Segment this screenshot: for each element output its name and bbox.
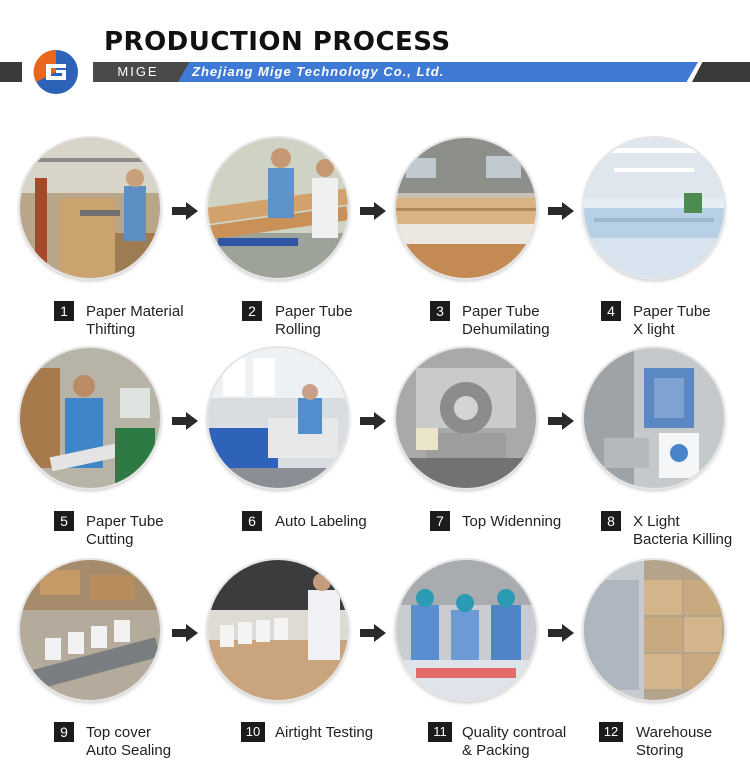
step-label-line1: Auto Labeling	[275, 513, 367, 530]
arrow-right-icon	[172, 202, 198, 220]
arrow-right-icon	[360, 624, 386, 642]
step-photo	[584, 138, 724, 278]
step-photo	[20, 560, 160, 700]
step-label-line2: Dehumilating	[462, 321, 550, 338]
step-photo	[208, 138, 348, 278]
step-label-line2: Storing	[636, 742, 684, 759]
company-name: Zhejiang Mige Technology Co., Ltd.	[192, 64, 445, 79]
step-number: 10	[241, 722, 265, 742]
step-photo	[396, 560, 536, 700]
step-label-line1: Paper Material	[86, 303, 184, 320]
step-label-line1: Quality controal	[462, 724, 567, 741]
mige-logo-icon	[33, 49, 78, 94]
step-photo	[20, 138, 160, 278]
step-number: 12	[599, 722, 623, 742]
step-label-line2: Bacteria Killing	[633, 531, 733, 548]
step-label-line1: Paper Tube	[275, 303, 353, 320]
arrow-right-icon	[548, 624, 574, 642]
step-number: 8	[601, 511, 621, 531]
step-number: 4	[601, 301, 621, 321]
step-label-line1: Paper Tube	[86, 513, 164, 530]
step-photo	[208, 560, 348, 700]
step-label-line2: Rolling	[275, 321, 321, 338]
arrow-right-icon	[172, 624, 198, 642]
header-band-company	[178, 62, 698, 82]
step-label-line1: X Light	[633, 513, 680, 530]
step-number: 7	[430, 511, 450, 531]
page-title: PRODUCTION PROCESS	[104, 27, 451, 57]
step-photo	[396, 348, 536, 488]
step-label-line2: & Packing	[462, 742, 530, 759]
arrow-right-icon	[548, 202, 574, 220]
step-label-line2: Auto Sealing	[86, 742, 172, 759]
step-label-line1: Warehouse	[636, 724, 713, 741]
step-photo	[208, 348, 348, 488]
step-photo	[584, 560, 724, 700]
step-label-line1: Airtight Testing	[275, 724, 374, 741]
header-band-right	[692, 62, 750, 82]
arrow-right-icon	[360, 202, 386, 220]
arrow-right-icon	[360, 412, 386, 430]
arrow-right-icon	[548, 412, 574, 430]
step-photo	[396, 138, 536, 278]
step-label-line1: Paper Tube	[462, 303, 540, 320]
step-number: 6	[242, 511, 262, 531]
step-label-line2: Cutting	[86, 531, 134, 548]
step-photo	[20, 348, 160, 488]
header-band-left	[0, 62, 22, 82]
step-label-line2: Thifting	[86, 321, 136, 338]
step-number: 1	[54, 301, 74, 321]
step-label-line1: Top Widenning	[462, 513, 562, 530]
step-label-line2: X light	[633, 321, 675, 338]
step-label-line1: Top cover	[86, 724, 152, 741]
step-label-line1: Paper Tube	[633, 303, 711, 320]
step-photo	[584, 348, 724, 488]
brand-label: MIGE	[117, 64, 159, 79]
header: PRODUCTION PROCESS MIGE Zhejiang Mige Te…	[0, 0, 750, 100]
step-number: 11	[428, 722, 452, 742]
step-number: 3	[430, 301, 450, 321]
step-number: 2	[242, 301, 262, 321]
step-number: 5	[54, 511, 74, 531]
header-band-brand	[93, 62, 193, 82]
step-number: 9	[54, 722, 74, 742]
arrow-right-icon	[172, 412, 198, 430]
